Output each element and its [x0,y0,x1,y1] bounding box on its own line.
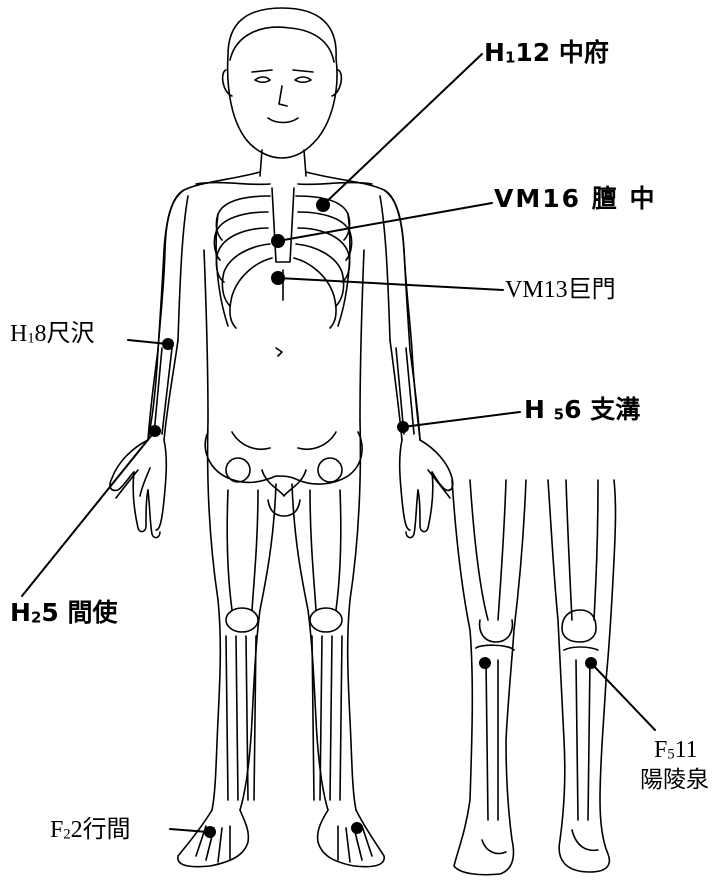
label-meridian-sub: 5 [554,406,564,424]
point-zhigou [398,412,520,432]
label-meridian: H [484,38,505,67]
label-yanglingquan-code: F511 [654,738,698,762]
acupoint-markers [22,54,655,837]
label-point-name: 陽陵泉 [640,767,709,792]
label-meridian-sub: 2 [31,609,41,627]
label-danzhong: VM16 膻 中 [494,186,656,211]
head-drawing [223,8,342,176]
label-number: 2 [71,817,83,843]
label-number: 8 [35,321,47,347]
label-meridian: H [10,321,27,347]
label-jumen: VM13巨門 [505,278,616,302]
leg-inset-drawing [452,480,616,875]
label-point-name: 行間 [83,817,131,843]
label-zhongfu: H112 中府 [484,40,609,66]
label-number: 5 [41,598,58,627]
label-meridian-sub: 1 [505,49,515,67]
label-number: 13 [544,277,568,303]
label-meridian-sub: 2 [63,826,70,842]
label-point-name: 支溝 [590,395,640,424]
label-meridian-sub: 5 [667,746,674,762]
legs-drawing [178,420,384,867]
point-yanglingquan [480,658,655,730]
label-number: 16 [542,184,581,213]
label-yanglingquan-name: 陽陵泉 [640,768,709,791]
label-point-name: 間使 [68,598,118,627]
point-chize [128,339,173,349]
label-point-name: 巨門 [568,277,616,303]
label-meridian: F [654,737,667,763]
label-meridian: F [50,817,63,843]
label-number: 11 [675,737,698,763]
label-meridian: H [10,598,31,627]
label-chize: H18尺沢 [10,322,95,346]
label-meridian: H [524,395,545,424]
label-point-name: 膻 中 [592,184,657,213]
label-meridian: VM [494,184,542,213]
label-jianshi: H25 間使 [10,600,118,626]
label-point-name: 尺沢 [47,321,95,347]
label-point-name: 中府 [559,38,609,67]
label-meridian-sub: 1 [27,330,34,346]
label-xingjian: F22行間 [50,818,131,842]
label-meridian: VM [505,277,544,303]
label-number: 6 [564,395,581,424]
point-jianshi [22,426,160,596]
label-zhigou: H 56 支溝 [524,397,640,423]
label-number: 12 [515,38,550,67]
